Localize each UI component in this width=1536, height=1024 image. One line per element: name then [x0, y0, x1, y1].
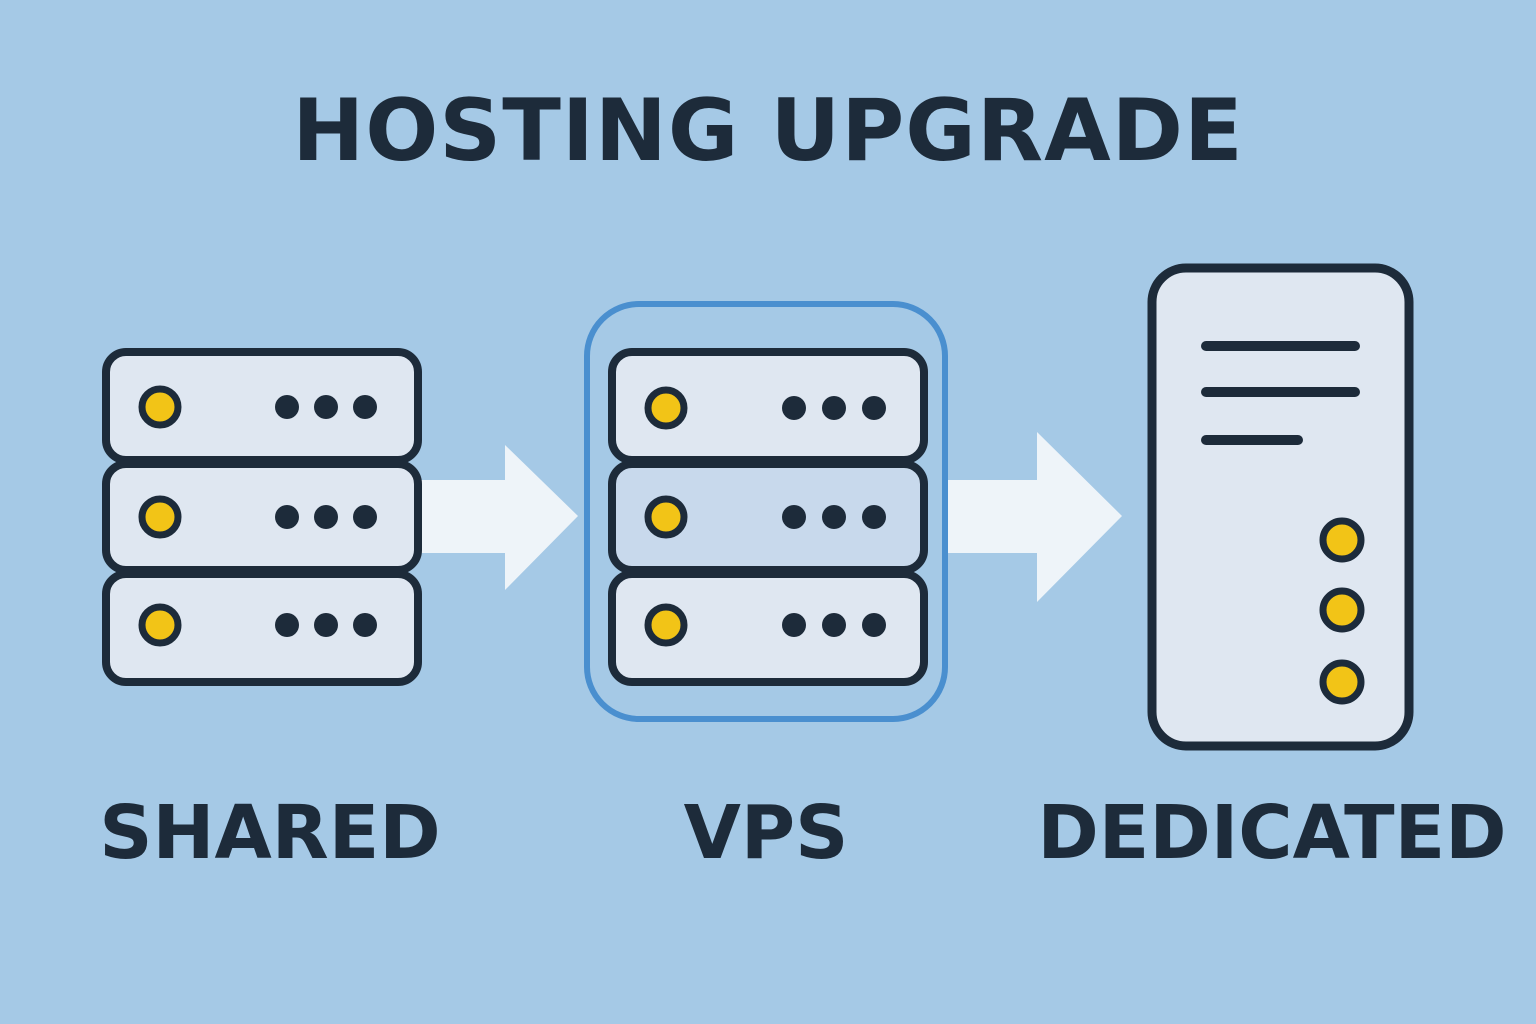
tier-label-dedicated: DEDICATED	[1037, 790, 1507, 876]
tower-server-icon	[1147, 263, 1414, 751]
page-title: HOSTING UPGRADE	[292, 81, 1244, 181]
rack-unit	[102, 460, 422, 574]
tier-label-vps: VPS	[683, 790, 849, 876]
rack-unit	[608, 570, 928, 686]
vps-highlight-frame	[584, 301, 948, 722]
rack-unit	[608, 348, 928, 464]
vps-server-rack-icon	[608, 348, 928, 686]
tier-label-shared: SHARED	[99, 790, 441, 876]
rack-unit	[102, 348, 422, 464]
rack-unit	[102, 570, 422, 686]
shared-server-rack-icon	[102, 348, 422, 686]
arrow-right-icon	[945, 432, 1122, 602]
rack-unit	[608, 460, 928, 574]
arrow-right-icon	[420, 445, 578, 590]
